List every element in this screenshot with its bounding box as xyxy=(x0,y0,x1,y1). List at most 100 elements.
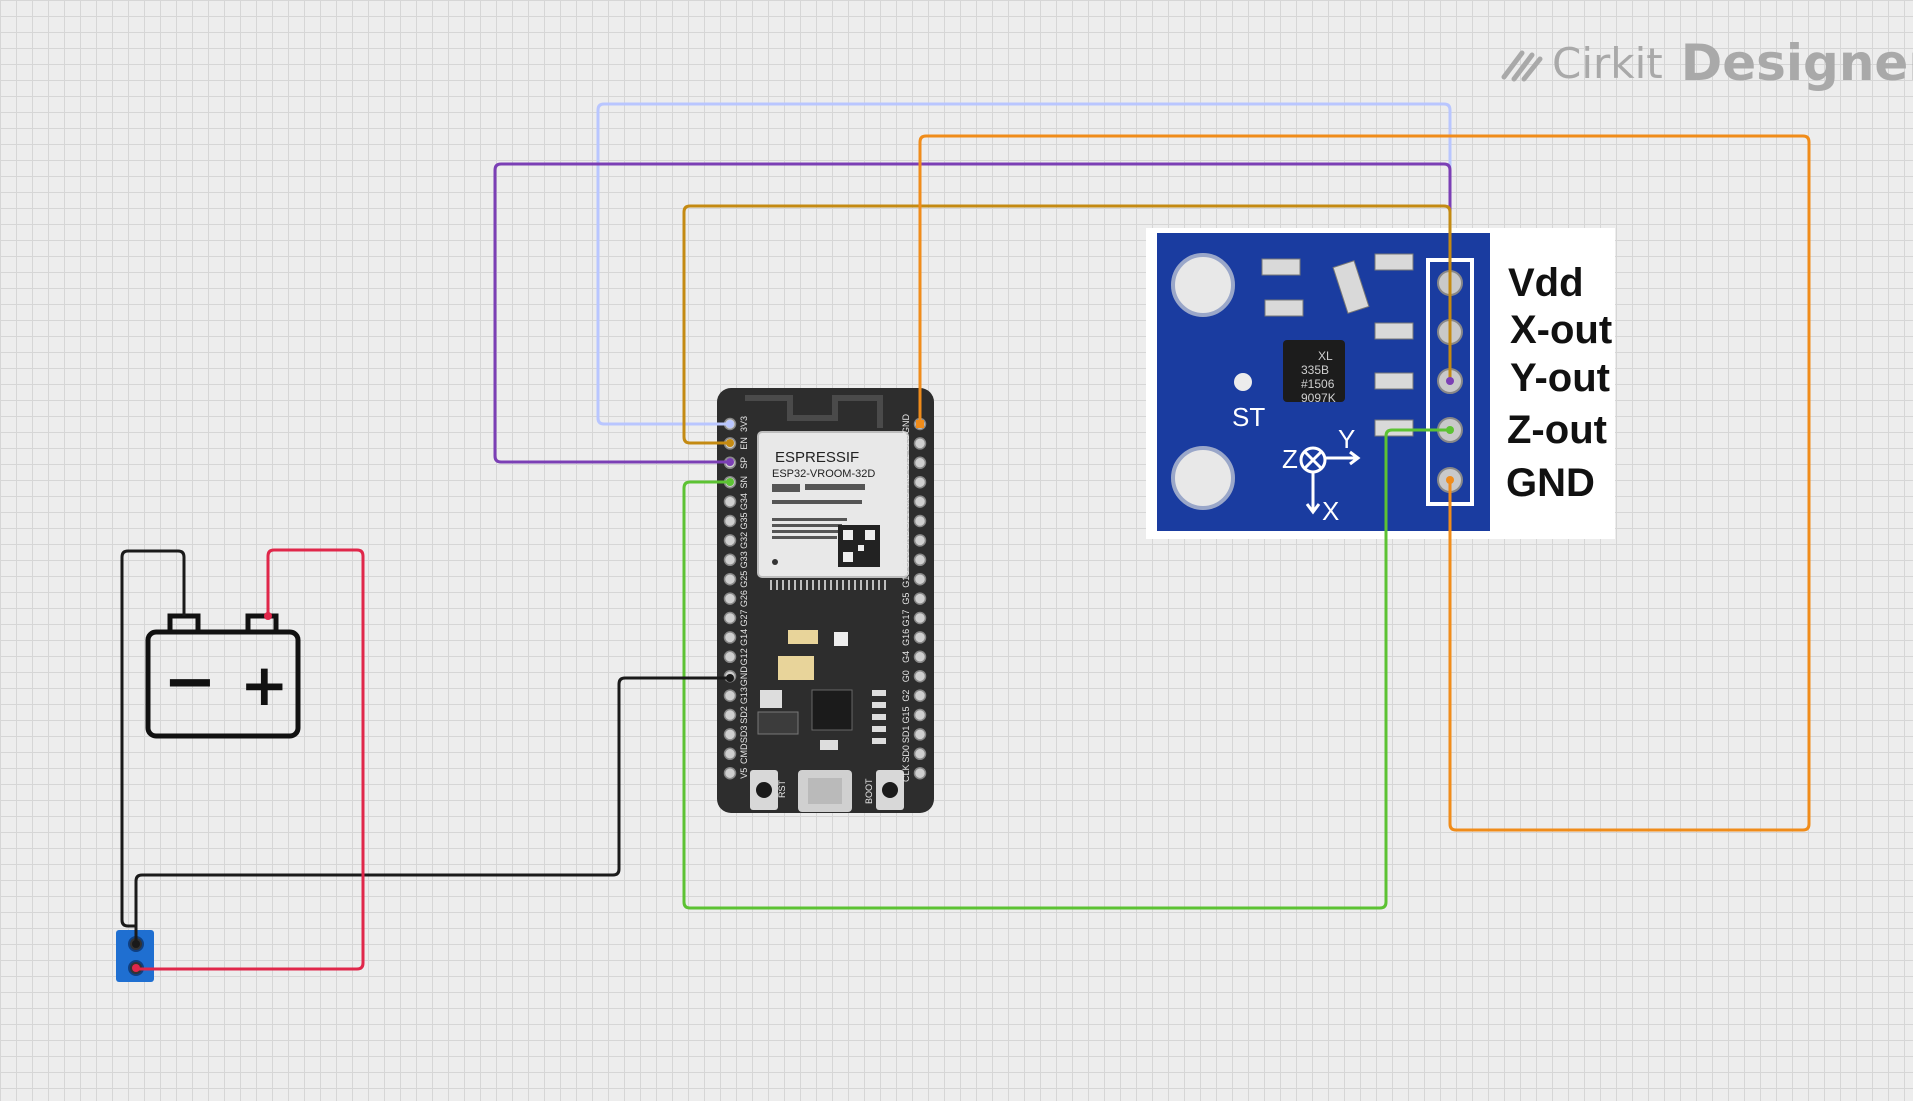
pin-label-x-out: X-out xyxy=(1510,308,1612,352)
esp32-pin-label: G18 xyxy=(901,571,911,588)
esp32-pin-right-g2[interactable] xyxy=(913,689,927,702)
chip-markings: XL 335B #1506 9097K xyxy=(1301,349,1336,405)
esp32-pin-label: SD0 xyxy=(901,745,911,763)
wire-yout-to-en[interactable] xyxy=(682,204,1452,445)
esp32-devkit-board[interactable]: ESPRESSIF ESP32-VROOM-32D xyxy=(717,388,934,813)
accelerometer-module[interactable]: ST XL 335B #1506 9097K Z Y X xyxy=(1146,228,1615,539)
esp32-pin-label: GND xyxy=(901,414,911,435)
esp32-pin-right-sd1[interactable] xyxy=(913,728,927,741)
esp32-pin-label: G32 xyxy=(739,532,749,549)
chip-marking-line: XL xyxy=(1318,349,1333,363)
esp32-pin-right-g18[interactable] xyxy=(913,572,927,586)
esp32-pin-label: CLK xyxy=(901,764,911,782)
st-label: ST xyxy=(1232,402,1265,432)
esp32-pin-label: G4 xyxy=(901,651,911,663)
wire-vdd-to-3v3[interactable] xyxy=(596,102,1452,426)
esp32-pin-label: G35 xyxy=(739,512,749,529)
esp32-pin-right-g15[interactable] xyxy=(913,708,927,722)
module-castellation-pins xyxy=(770,580,886,590)
esp32-pin-label: EN xyxy=(739,437,749,450)
axis-y-label: Y xyxy=(1338,424,1355,454)
module-model: ESP32-VROOM-32D xyxy=(772,468,875,480)
esp32-pin-left-v5[interactable] xyxy=(723,766,737,780)
esp32-pin-label: G0 xyxy=(901,670,911,682)
axis-indicator xyxy=(1299,446,1361,515)
chip-marking-line: 9097K xyxy=(1301,391,1336,405)
esp32-pin-left-g35[interactable] xyxy=(723,514,737,528)
esp32-pin-left-g14[interactable] xyxy=(723,631,737,644)
pin-label-gnd: GND xyxy=(1506,461,1595,505)
esp32-pin-label: V5 xyxy=(739,768,749,779)
esp32-pin-right-g19[interactable] xyxy=(913,553,927,567)
esp32-pin-right-g21[interactable] xyxy=(913,514,927,528)
esp32-pin-label: G2 xyxy=(901,690,911,702)
esp32-pin-label: G14 xyxy=(739,629,749,646)
esp32-pin-right-g4[interactable] xyxy=(913,650,927,664)
smd-components xyxy=(1261,253,1414,437)
esp32-pin-right-clk[interactable] xyxy=(913,766,927,780)
board-components xyxy=(757,630,886,750)
esp32-pin-label: SN xyxy=(739,476,749,489)
logo-word-designer: Designer xyxy=(1680,34,1913,92)
wire-ground-battery-to-terminal[interactable] xyxy=(120,549,186,944)
esp32-pin-right-g16[interactable] xyxy=(913,631,927,644)
adxl335-chip xyxy=(1283,340,1345,402)
battery-body xyxy=(145,629,301,739)
esp32-pin-left-g33[interactable] xyxy=(723,553,737,567)
esp32-pin-right-sd0[interactable] xyxy=(913,747,927,761)
esp32-pin-left-g25[interactable] xyxy=(723,572,737,586)
wire-ground-esp-to-terminal[interactable] xyxy=(134,676,730,944)
chip-marking-line: 335B xyxy=(1301,363,1329,377)
mounting-hole-bottom xyxy=(1171,446,1235,510)
esp32-pin-left-g13[interactable] xyxy=(723,689,737,702)
esp32-pin-label: G34 xyxy=(739,493,749,510)
esp32-pin-label: G17 xyxy=(901,609,911,626)
logo-word-cirkit: Cirkit xyxy=(1552,38,1663,88)
wire-zout-to-sn[interactable] xyxy=(682,428,1450,910)
chip-marking-line: #1506 xyxy=(1301,377,1335,391)
esp32-pin-right-g22[interactable] xyxy=(913,456,927,470)
esp32-pin-left-cmd[interactable] xyxy=(723,747,737,761)
boot-button[interactable] xyxy=(876,770,904,810)
esp32-pin-label: G16 xyxy=(901,629,911,646)
esp32-pin-left-g34[interactable] xyxy=(723,495,737,508)
esp32-pin-label: CMD xyxy=(739,743,749,764)
mounting-hole-top xyxy=(1171,253,1235,317)
esp32-pin-label: SD2 xyxy=(739,706,749,724)
esp32-pin-label: G22 xyxy=(901,454,911,471)
pin-label-z-out: Z-out xyxy=(1507,408,1607,452)
cirkit-designer-logo: Cirkit Designer xyxy=(1500,34,1913,92)
esp32-pin-label: G19 xyxy=(901,551,911,568)
esp32-pin-label: 3V3 xyxy=(739,416,749,432)
esp32-pin-right-txd[interactable] xyxy=(913,475,927,489)
wire-gnd-to-gnd-header[interactable] xyxy=(918,134,1811,832)
esp32-pin-left-g27[interactable] xyxy=(723,611,737,625)
esp32-pin-left-g26[interactable] xyxy=(723,592,737,605)
axis-z-label: Z xyxy=(1282,444,1298,474)
esp32-pin-left-g12[interactable] xyxy=(723,650,737,664)
esp32-pin-label: G21 xyxy=(901,512,911,529)
esp32-pin-label: G33 xyxy=(739,551,749,568)
battery[interactable]: − + xyxy=(145,613,301,739)
esp32-pin-left-sd3[interactable] xyxy=(723,728,737,741)
esp32-pin-label: GND xyxy=(901,530,911,551)
esp32-pin-right-g0[interactable] xyxy=(913,669,927,683)
esp32-pin-label: SP xyxy=(739,457,749,469)
cirkit-logo-icon xyxy=(1501,50,1543,82)
esp32-pin-right-g17[interactable] xyxy=(913,611,927,625)
esp32-pin-label: TXD xyxy=(901,473,911,492)
esp32-pin-right-gnd[interactable] xyxy=(913,534,927,547)
esp32-pin-label: GND xyxy=(739,666,749,687)
esp32-pin-label: G23 xyxy=(901,435,911,452)
esp32-pin-left-g32[interactable] xyxy=(723,534,737,547)
wire-xout-to-sp[interactable] xyxy=(493,162,1452,464)
esp32-pin-right-g23[interactable] xyxy=(913,437,927,450)
esp32-pin-label: G26 xyxy=(739,590,749,607)
esp32-pin-left-sd2[interactable] xyxy=(723,708,737,722)
rst-button[interactable] xyxy=(750,770,778,810)
esp32-pin-right-g5[interactable] xyxy=(913,592,927,605)
wire-power-battery-to-terminal[interactable] xyxy=(136,548,365,971)
esp32-pin-right-rxd[interactable] xyxy=(913,495,927,508)
esp32-pin-label: SD1 xyxy=(901,726,911,744)
